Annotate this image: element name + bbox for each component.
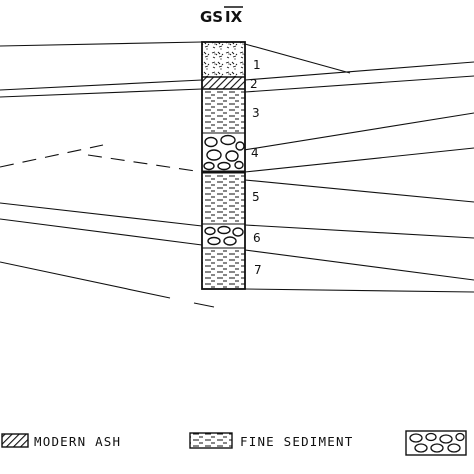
correlation-line-dashed (0, 144, 104, 168)
legend: MODERN ASH FINE SEDIMENT (1, 430, 467, 456)
dash-icon (189, 432, 233, 449)
correlation-line (244, 288, 474, 293)
legend-label-modern-ash: MODERN ASH (34, 434, 121, 449)
correlation-lines-right (212, 43, 474, 293)
layer-labels: 1 2 3 4 5 6 7 (250, 58, 262, 277)
correlation-line (244, 43, 351, 74)
layer-label-3: 3 (252, 106, 260, 120)
layer-4-pebbles (203, 134, 245, 171)
legend-item-gravel (405, 430, 467, 456)
layer-label-4: 4 (251, 146, 259, 160)
layer-label-7: 7 (254, 263, 262, 277)
correlation-line-dashed (87, 154, 203, 173)
correlation-line (244, 75, 474, 93)
layer-6-pebbles (204, 225, 244, 246)
correlation-lines-left (0, 41, 215, 308)
correlation-line (0, 261, 171, 299)
correlation-line (0, 41, 203, 47)
section-title: GS IX (200, 6, 243, 26)
layer-label-6: 6 (253, 231, 261, 245)
legend-item-modern-ash: MODERN ASH (1, 433, 121, 449)
legend-label-fine-sediment: FINE SEDIMENT (240, 434, 353, 449)
correlation-line (212, 112, 474, 156)
correlation-line (244, 179, 474, 203)
column-outline (201, 41, 246, 290)
hatch-icon (1, 433, 29, 448)
correlation-line (0, 88, 203, 98)
correlation-line (0, 218, 203, 246)
correlation-line (244, 61, 474, 81)
layer-1-tephra (202, 42, 245, 77)
correlation-line (193, 302, 215, 308)
layer-label-2: 2 (250, 77, 258, 91)
correlation-line (244, 147, 474, 173)
layer-label-1: 1 (253, 58, 261, 72)
layer-7-fine-sediment (202, 248, 245, 289)
legend-item-fine-sediment: FINE SEDIMENT (189, 432, 353, 449)
section-title-prefix: GS (200, 8, 223, 26)
correlation-line (244, 224, 474, 239)
correlation-line (244, 249, 474, 281)
section-title-numeral: IX (225, 8, 243, 26)
layer-3-fine-sediment (202, 89, 245, 133)
correlation-line (0, 202, 203, 227)
layer-label-5: 5 (252, 190, 260, 204)
stratigraphic-column (201, 41, 246, 290)
correlation-line (0, 79, 203, 91)
layer-5-fine-sediment (202, 172, 245, 224)
layer-2-modern-ash (202, 77, 245, 89)
